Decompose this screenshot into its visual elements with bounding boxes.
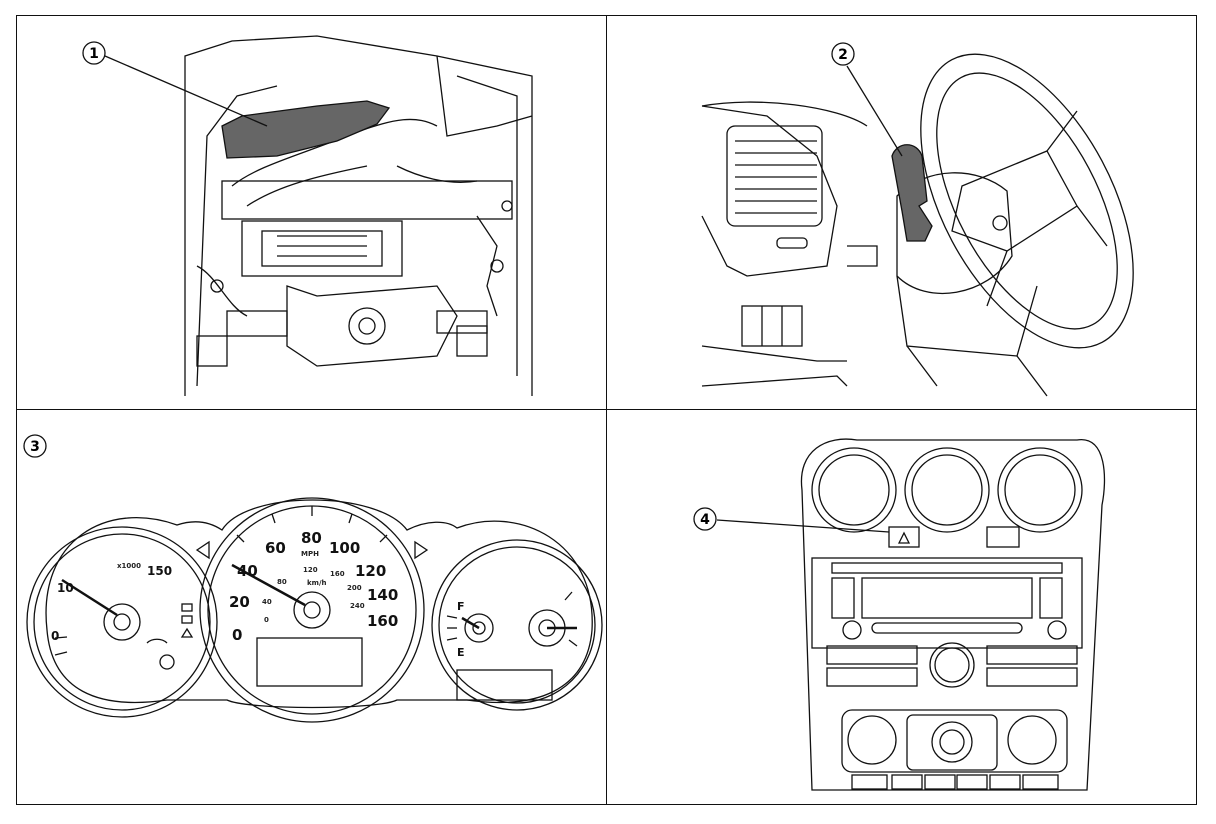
odometer-display: [256, 637, 363, 687]
kmh-tick-0: 0: [264, 616, 269, 624]
mph-unit: MPH: [301, 550, 319, 558]
callout-2-label: 2: [838, 47, 848, 63]
tachometer-dial: [26, 526, 218, 718]
mph-tick-40: 40: [237, 562, 258, 580]
kmh-tick-120: 120: [303, 566, 318, 574]
panel-divider-vertical: [606, 16, 607, 804]
mph-tick-140: 140: [367, 586, 398, 604]
steering-wheel-illustration: 2: [701, 42, 1134, 397]
info-display: [456, 669, 553, 701]
under-dash-illustration: 1: [82, 35, 533, 396]
mph-tick-80: 80: [301, 529, 322, 547]
fuel-gauge: [464, 613, 494, 643]
speedometer-dial: [199, 497, 425, 723]
mph-tick-160: 160: [367, 612, 398, 630]
mph-tick-0: 0: [232, 626, 242, 644]
audio-unit: [811, 557, 1083, 649]
panel-2-steering-wheel: 2: [607, 16, 1198, 409]
highlighted-stalk-2: [891, 144, 933, 242]
callout-3-circle: [23, 434, 47, 458]
kmh-tick-80: 80: [277, 578, 287, 586]
left-climate-knob: [847, 715, 897, 765]
panel-1-under-dash: 1: [17, 16, 606, 409]
left-vent: [811, 447, 897, 533]
kmh-tick-160: 160: [330, 570, 345, 578]
kmh-tick-200: 200: [347, 584, 362, 592]
diagram-grid: 1: [16, 15, 1197, 805]
callout-1-circle: [82, 41, 106, 65]
panel-divider-horizontal: [17, 409, 1196, 410]
panel-3-instrument-cluster: 3 0 10 150 x1000 0 20 40 60 80 100 120 1…: [17, 410, 606, 804]
mph-tick-120: 120: [355, 562, 386, 580]
console-bezel: [800, 438, 1106, 791]
fuel-temp-dial: [431, 539, 603, 711]
fuel-empty-label: E: [457, 646, 465, 659]
right-climate-knob: [1007, 715, 1057, 765]
hazard-switch: [888, 526, 920, 548]
tach-tick-10: 10: [57, 581, 74, 595]
mph-tick-100: 100: [329, 539, 360, 557]
callout-4-circle: [693, 507, 717, 531]
volume-knob: [929, 642, 975, 688]
climate-panel: [841, 709, 1068, 773]
center-console-illustration: 4: [693, 438, 1106, 791]
panel-4-center-console: 4: [607, 410, 1198, 804]
callout-2-circle: [831, 42, 855, 66]
kmh-tick-40: 40: [262, 598, 272, 606]
mph-tick-60: 60: [265, 539, 286, 557]
fuel-full-label: F: [457, 600, 465, 613]
instrument-cluster-illustration: 3 0 10 150 x1000 0 20 40 60 80 100 120 1…: [23, 434, 603, 723]
callout-3-label: 3: [30, 439, 40, 455]
callout-4-label: 4: [700, 512, 710, 528]
tach-top-label: x1000: [117, 562, 141, 570]
highlighted-module-1: [221, 100, 391, 159]
kmh-unit: km/h: [307, 579, 327, 587]
center-vent: [904, 447, 990, 533]
tach-tick-0: 0: [51, 629, 59, 643]
aux-switch: [986, 526, 1020, 548]
mph-tick-20: 20: [229, 593, 250, 611]
right-vent: [997, 447, 1083, 533]
tach-tick-150: 150: [147, 564, 172, 578]
kmh-tick-240: 240: [350, 602, 365, 610]
callout-1-label: 1: [89, 46, 99, 62]
